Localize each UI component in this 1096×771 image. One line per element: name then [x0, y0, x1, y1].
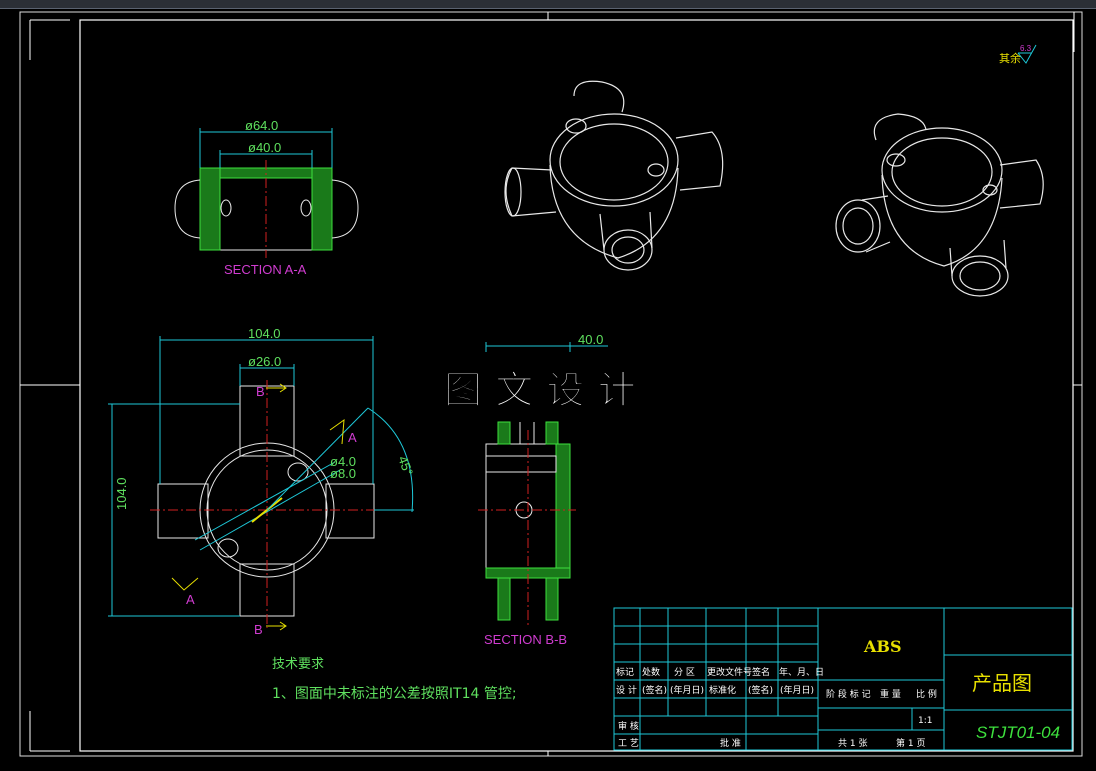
iso-view-2 — [835, 113, 1044, 297]
tb-r1-4: 签名 — [752, 666, 770, 678]
tech-line-1: 1、图面中未标注的公差按照IT14 管控; — [272, 686, 517, 702]
tb-scale: 1:1 — [918, 716, 932, 726]
tb-name: 产品图 — [972, 671, 1032, 695]
tb-r2-1: (签名) — [642, 684, 667, 696]
dim-small2-front: ø8.0 — [330, 466, 356, 481]
tb-r1-0: 标记 — [616, 666, 634, 678]
tb-ratio: 比 例 — [916, 688, 937, 700]
dim-inner-aa: ø40.0 — [248, 140, 281, 155]
watermark: 图 文 设 计 — [444, 367, 636, 412]
dim-height-front: 104.0 — [114, 477, 129, 510]
mark-b-bottom: B — [254, 622, 263, 637]
iso-view-1 — [504, 80, 724, 271]
tb-sheets-total: 共 1 张 — [838, 738, 867, 749]
tech-title: 技术要求 — [272, 657, 324, 672]
tb-r1-1: 处数 — [642, 666, 660, 678]
dim-width-front: 104.0 — [248, 326, 281, 341]
title-bar — [0, 0, 1096, 9]
tb-code: STJT01-04 — [976, 723, 1060, 742]
section-aa-view: ø64.0 ø40.0 SECTION A-A — [174, 118, 359, 277]
tb-r1-5: 年、月、日 — [779, 666, 824, 678]
tb-sheet-no: 第 1 页 — [896, 737, 925, 749]
section-aa-label: SECTION A-A — [224, 262, 307, 277]
section-bb-label: SECTION B-B — [484, 632, 567, 647]
mark-b-top: B — [256, 384, 265, 399]
mark-a-bottom: A — [186, 592, 195, 607]
tb-approve: 批 准 — [720, 737, 741, 749]
tb-material: ABS — [863, 637, 902, 656]
roughness-value: 6.3 — [1020, 44, 1032, 53]
title-block-text: ABS 产品图 STJT01-04 1:1 标记 处数 分 区 更改文件号 签名… — [616, 637, 1060, 749]
dim-angle-front: 45° — [395, 454, 416, 478]
tb-weight: 重 量 — [880, 688, 901, 700]
section-bb-view: 40.0 SECTION B-B — [478, 332, 608, 647]
tb-r2-5: (年月日) — [780, 684, 814, 696]
sheet-border — [19, 11, 1083, 757]
tb-r2-0: 设 计 — [616, 684, 637, 696]
tb-r2-4: (签名) — [748, 684, 773, 696]
dim-width-bb: 40.0 — [578, 332, 603, 347]
tb-craft: 工 艺 — [618, 738, 639, 749]
title-block — [613, 607, 1073, 751]
tb-r2-3: 标准化 — [709, 684, 736, 696]
front-view: 104.0 ø26.0 104.0 45° ø4.0 ø8.0 B B A A — [108, 326, 416, 637]
dim-small1-front: ø4.0 — [330, 454, 356, 469]
tb-stage: 阶 段 标 记 — [826, 688, 871, 700]
tb-r2-2: (年月日) — [670, 684, 704, 696]
dim-outer-aa: ø64.0 — [245, 118, 278, 133]
roughness-symbol: 其余 6.3 — [999, 44, 1037, 65]
technical-requirements: 技术要求 1、图面中未标注的公差按照IT14 管控; — [272, 657, 517, 702]
dim-hole-front: ø26.0 — [248, 354, 281, 369]
roughness-note: 其余 — [999, 51, 1021, 65]
tb-r1-3: 更改文件号 — [707, 666, 752, 678]
tb-r1-2: 分 区 — [674, 667, 695, 678]
mark-a-top: A — [348, 430, 357, 445]
tb-review: 审 核 — [618, 720, 639, 732]
